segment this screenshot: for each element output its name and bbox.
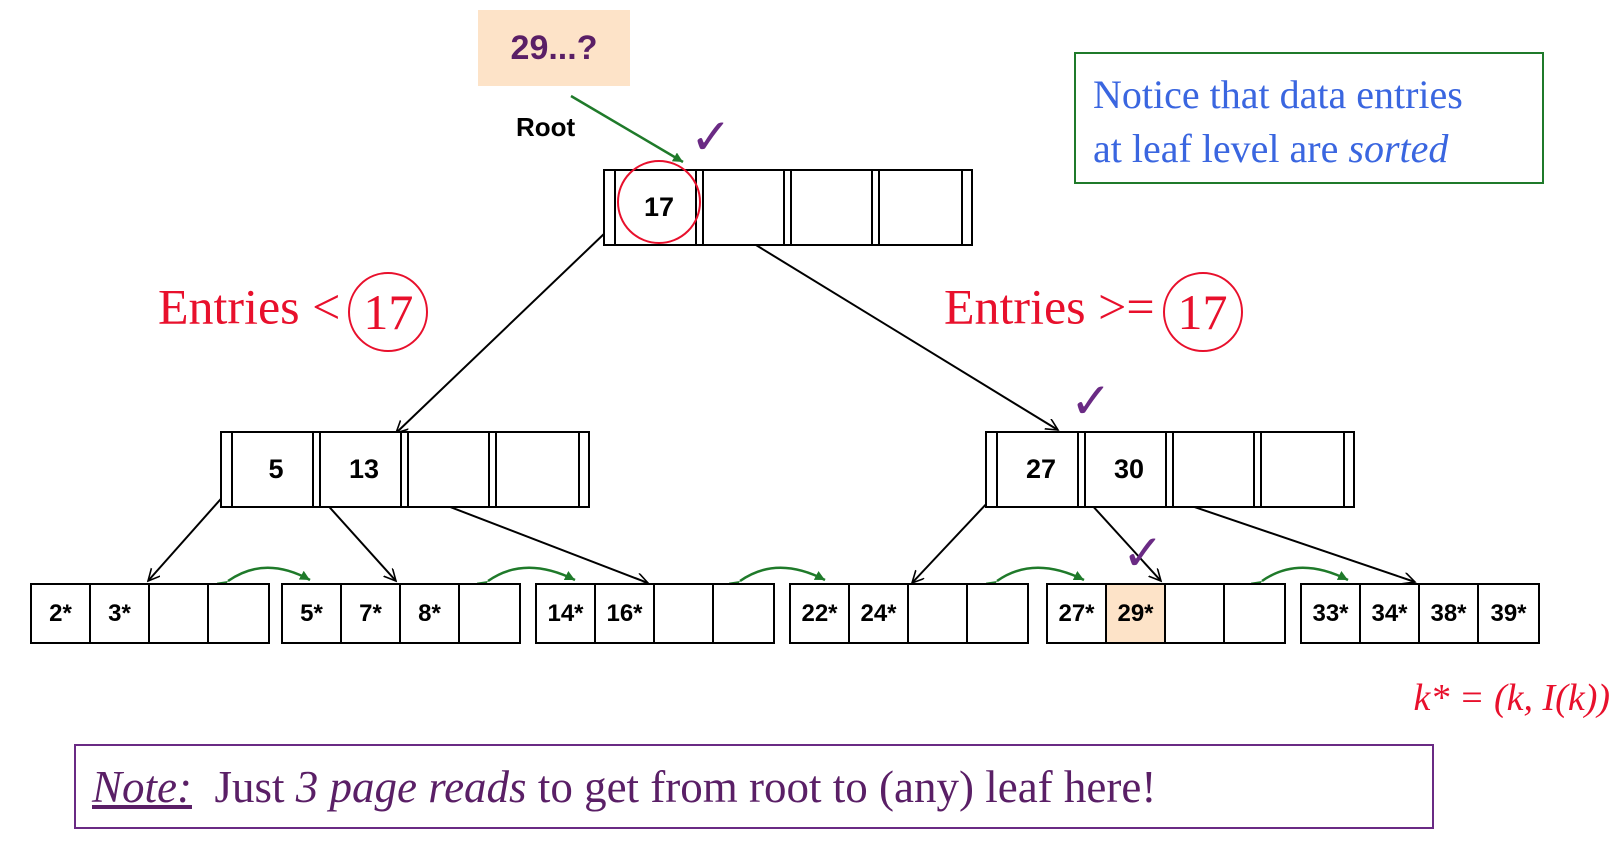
root-key-highlight-circle bbox=[617, 160, 701, 244]
search-key-box: 29...? bbox=[478, 10, 630, 86]
inner-key: 30 bbox=[1086, 433, 1174, 506]
leaf-entry: 3* bbox=[91, 585, 150, 642]
leaf-node: 5* 7* 8* bbox=[281, 583, 521, 644]
leaf-entry: 27* bbox=[1048, 585, 1107, 642]
leaf-entry: 34* bbox=[1361, 585, 1420, 642]
leaf-entry: 2* bbox=[32, 585, 91, 642]
sibling-link-4-5 bbox=[985, 566, 1085, 591]
inner-key bbox=[1174, 433, 1262, 506]
edge-right-leaf6 bbox=[1167, 497, 1415, 582]
inner-key bbox=[409, 433, 497, 506]
inner-node-right: 27 30 bbox=[985, 431, 1355, 508]
leaf-entry bbox=[714, 585, 773, 642]
sibling-link-5-6 bbox=[1250, 566, 1349, 591]
leaf-entry: 33* bbox=[1302, 585, 1361, 642]
leaf-node: 33* 34* 38* 39* bbox=[1300, 583, 1540, 644]
leaf-entry bbox=[968, 585, 1027, 642]
root-key bbox=[704, 171, 792, 244]
leaf-entry: 24* bbox=[850, 585, 909, 642]
notice-callout: Notice that data entries at leaf level a… bbox=[1074, 52, 1544, 184]
leaf-entry bbox=[1166, 585, 1225, 642]
leaf-node: 2* 3* bbox=[30, 583, 270, 644]
leaf-entry bbox=[209, 585, 268, 642]
check-icon: ✓ bbox=[1070, 372, 1112, 430]
root-arrow bbox=[570, 94, 684, 164]
note-callout: Note: Just 3 page reads to get from root… bbox=[74, 744, 1434, 829]
root-label: Root bbox=[516, 112, 576, 142]
inner-key: 13 bbox=[321, 433, 409, 506]
leaf-entry: 5* bbox=[283, 585, 342, 642]
sibling-link-3-4 bbox=[728, 566, 826, 591]
notice-line-2-text: at leaf level are bbox=[1093, 126, 1349, 171]
left-range-prefix: Entries < bbox=[158, 278, 341, 335]
root-key bbox=[880, 171, 968, 244]
note-text: to get from root to (any) leaf here! bbox=[526, 761, 1157, 812]
leaf-node: 27* 29* bbox=[1046, 583, 1286, 644]
notice-sorted-word: sorted bbox=[1348, 126, 1449, 171]
right-range-label: Entries >=17 bbox=[944, 272, 1243, 352]
entry-formula: k* = (k, I(k)) bbox=[1413, 677, 1610, 719]
edge-root-right bbox=[701, 211, 1058, 430]
left-range-label: Entries <17 bbox=[158, 272, 429, 352]
note-label: Note: bbox=[92, 761, 192, 812]
inner-key: 27 bbox=[998, 433, 1086, 506]
inner-node-left: 5 13 bbox=[220, 431, 590, 508]
left-range-key: 17 bbox=[348, 272, 429, 352]
edge-left-leaf1 bbox=[148, 491, 228, 581]
leaf-entry: 39* bbox=[1490, 599, 1527, 627]
leaf-entry bbox=[1225, 585, 1284, 642]
sibling-link-1-2 bbox=[216, 566, 311, 591]
leaf-entry bbox=[150, 585, 209, 642]
leaf-entry-highlighted: 29* bbox=[1107, 585, 1166, 642]
leaf-entry: 22* bbox=[791, 585, 850, 642]
leaf-entry: 14* bbox=[537, 585, 596, 642]
note-text: Just bbox=[191, 761, 296, 812]
leaf-entry: 16* bbox=[596, 585, 655, 642]
inner-key: 5 bbox=[233, 433, 321, 506]
notice-line-2: at leaf level are sorted bbox=[1093, 122, 1542, 176]
right-range-key: 17 bbox=[1162, 272, 1243, 352]
note-emphasis: 3 page reads bbox=[295, 761, 527, 812]
sibling-link-2-3 bbox=[476, 566, 576, 591]
notice-line-1: Notice that data entries bbox=[1093, 72, 1463, 117]
leaf-entry: 38* bbox=[1420, 585, 1479, 642]
leaf-entry: 7* bbox=[342, 585, 401, 642]
leaf-entry: 8* bbox=[401, 585, 460, 642]
root-key bbox=[792, 171, 880, 244]
right-range-prefix: Entries >= bbox=[944, 278, 1155, 335]
check-icon: ✓ bbox=[1122, 524, 1164, 582]
leaf-node: 14* 16* bbox=[535, 583, 775, 644]
edge-right-leaf4 bbox=[912, 499, 991, 583]
inner-key bbox=[1262, 433, 1350, 506]
leaf-node: 22* 24* bbox=[789, 583, 1029, 644]
leaf-entry bbox=[909, 585, 968, 642]
edge-root-left bbox=[396, 231, 607, 433]
leaf-entry bbox=[655, 585, 714, 642]
leaf-entry bbox=[460, 585, 519, 642]
check-icon: ✓ bbox=[690, 108, 732, 166]
inner-key bbox=[497, 433, 585, 506]
